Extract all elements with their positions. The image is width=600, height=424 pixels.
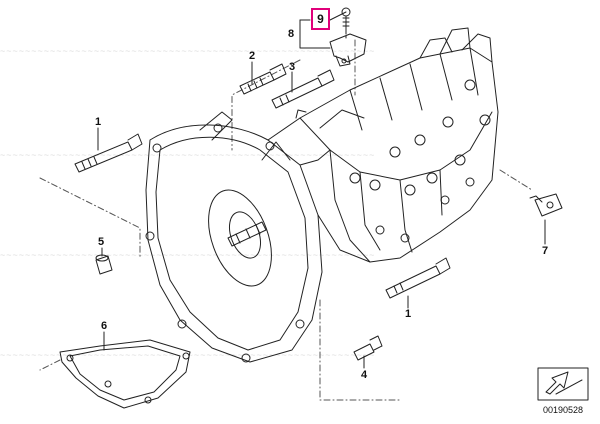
bolt-4 — [353, 335, 383, 361]
bolt-1-lower — [385, 257, 451, 299]
callout-9-highlighted[interactable]: 9 — [311, 8, 330, 30]
callout-1-lower: 1 — [405, 308, 412, 320]
reference-frame — [39, 39, 533, 401]
callout-6: 6 — [101, 320, 108, 332]
leader-lines — [97, 11, 546, 369]
cover-plate-6 — [59, 339, 191, 409]
watermark-row: ~~~~~~~~~~~~~~~~~~~~~~~~~~~~~~~~~~~~~~~~… — [0, 150, 376, 160]
part-code: 00190528 — [543, 405, 584, 415]
callout-8: 8 — [288, 28, 295, 40]
arrow-icon — [537, 367, 589, 401]
bolt-2 — [239, 63, 287, 95]
callout-7: 7 — [542, 245, 549, 257]
callout-5: 5 — [98, 236, 105, 248]
bolt-3 — [271, 69, 335, 109]
callout-3: 3 — [289, 61, 296, 73]
sensor-7 — [529, 193, 563, 217]
bracket-assembly — [329, 7, 367, 67]
bell-housing — [145, 111, 323, 363]
callout-1-upper: 1 — [95, 116, 102, 128]
watermark-row: ~~~~~~~~~~~~~~~~~~~~~~~~~~~~~~~~~~~~~~~~… — [0, 350, 376, 360]
callout-4: 4 — [361, 369, 368, 381]
bolt-1-left — [74, 133, 143, 173]
sleeve-5 — [95, 254, 113, 275]
watermark-row: ~~~~~~~~~~~~~~~~~~~~~~~~~~~~~~~~~~~~~~~~… — [0, 46, 376, 56]
gearbox-case — [267, 27, 499, 263]
watermark-row: ~~~~~~~~~~~~~~~~~~~~~~~~~~~~~~~~~~~~~~~~… — [0, 250, 376, 260]
callout-2: 2 — [249, 50, 256, 62]
